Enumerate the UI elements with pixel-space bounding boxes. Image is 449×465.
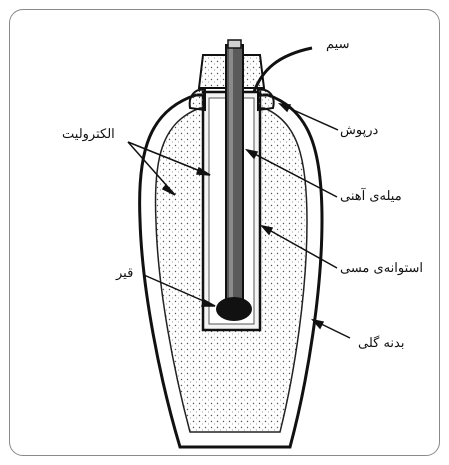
label-bitumen: قیر	[116, 267, 133, 280]
label-iron-rod: میله‌ی آهنی	[340, 190, 402, 203]
label-copper-cylinder: استوانه‌ی مسی	[340, 262, 423, 275]
label-electrolyte: الکترولیت	[62, 128, 115, 141]
lid	[190, 90, 205, 110]
iron-rod	[226, 45, 243, 310]
label-wire: سیم	[326, 38, 349, 51]
label-clay-body: بدنه گلی	[358, 337, 405, 350]
label-lid: درپوش	[340, 124, 378, 137]
bitumen-plug	[216, 297, 252, 321]
